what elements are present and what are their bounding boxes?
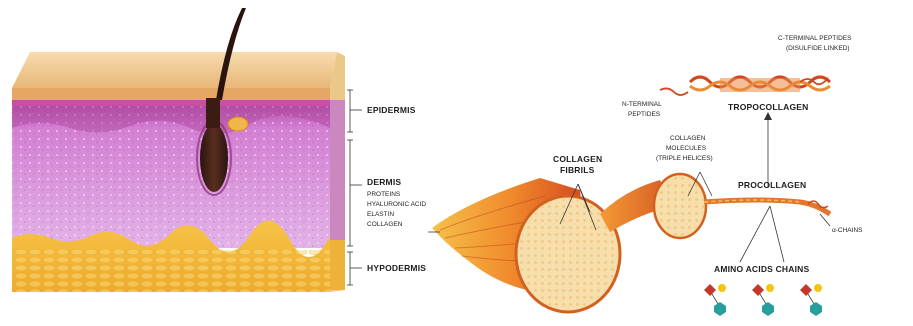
hypodermis-label: HYPODERMIS (367, 263, 426, 273)
amino-acid-unit (704, 284, 726, 316)
procollagen-label: PROCOLLAGEN (738, 180, 806, 190)
epidermis-label: EPIDERMIS (367, 105, 416, 115)
skin-cross-section (12, 8, 345, 292)
epidermis-layer (12, 88, 330, 100)
dermis-label: DERMIS (367, 177, 401, 187)
layer-brackets (347, 90, 362, 285)
collagen-fibrils-label-line1: COLLAGEN (553, 154, 602, 164)
collagen-molecules-label-line1: COLLAGEN (670, 135, 706, 142)
amino-acid-chains (704, 284, 822, 316)
amino-acid-unit (800, 284, 822, 316)
collagen-molecules-label-line3: (TRIPLE HELICES) (656, 155, 713, 162)
skin-surface (12, 52, 337, 88)
tropocollagen (660, 77, 830, 95)
n-terminal-label-line1: N-TERMINAL (622, 101, 662, 108)
sebaceous-gland (228, 117, 248, 131)
dermis-component-collagen: COLLAGEN (367, 221, 403, 228)
alpha-chains-label: α-CHAINS (832, 227, 863, 234)
collagen-molecules-label-line2: MOLECULES (666, 145, 707, 152)
dermis-component-elastin: ELASTIN (367, 211, 394, 218)
amino-acid-unit (752, 284, 774, 316)
dermis-component-proteins: PROTEINS (367, 191, 401, 198)
collagen-fibrils-label-line2: FIBRILS (560, 165, 595, 175)
n-terminal-label-line2: PEPTIDES (628, 111, 661, 118)
c-terminal-label-line2: (DISULFIDE LINKED) (786, 45, 850, 52)
hair-follicle (200, 124, 228, 192)
c-terminal-label-line1: C-TERMINAL PEPTIDES (778, 35, 852, 42)
dermis-component-hyaluronic-acid: HYALURONIC ACID (367, 201, 426, 208)
amino-acids-chains-label: AMINO ACIDS CHAINS (714, 264, 809, 274)
tropocollagen-label: TROPOCOLLAGEN (728, 102, 809, 112)
